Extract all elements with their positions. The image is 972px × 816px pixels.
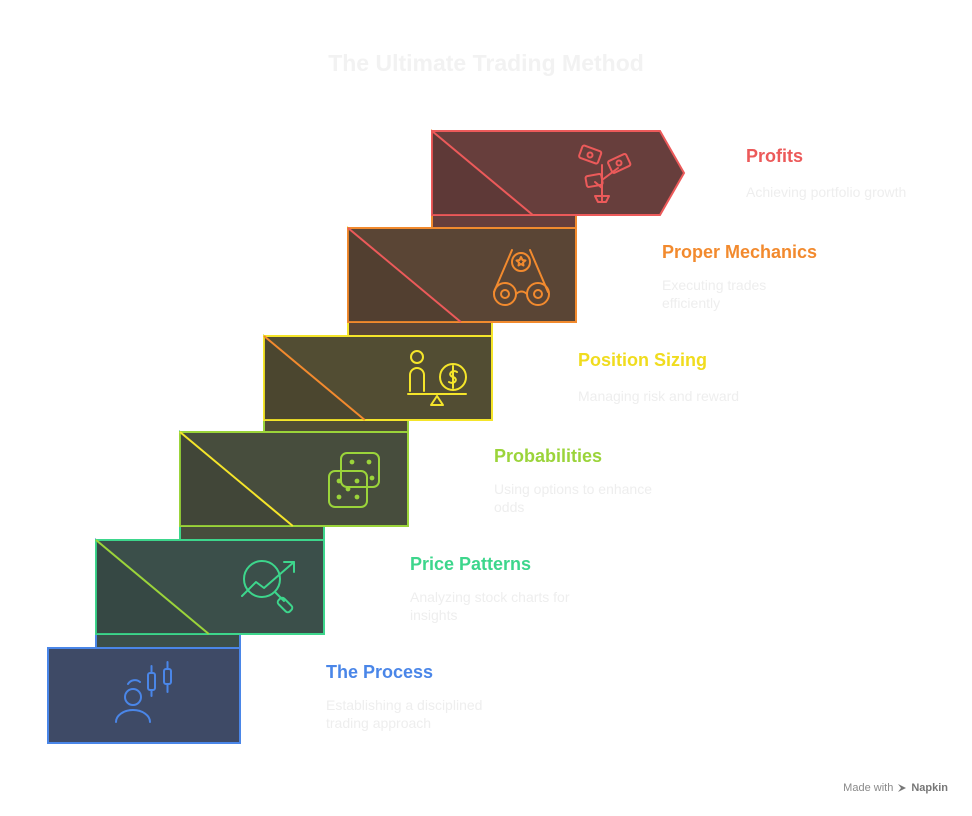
step-face-6 <box>431 130 686 216</box>
step-description-position-sizing: Managing risk and reward <box>578 388 740 404</box>
trader-candlestick-icon <box>115 661 172 723</box>
step-description-the-process: Establishing a disciplined trading appro… <box>326 697 483 731</box>
step-fold-line-3 <box>179 431 294 527</box>
step-fold-line-2 <box>95 539 210 635</box>
step-label-proper-mechanics: Proper Mechanics <box>662 242 818 262</box>
step-label-the-process: The Process <box>326 662 434 682</box>
step-description-proper-mechanics: Executing trades efficiently <box>662 277 767 311</box>
step-5 <box>347 226 577 337</box>
made-with-text: Made with <box>843 782 894 794</box>
step-2 <box>95 538 325 649</box>
step-description-profits: Achieving portfolio growth <box>746 184 907 200</box>
step-label-profits: Profits <box>746 146 804 166</box>
step-fold-line-4 <box>263 335 366 421</box>
napkin-logo-icon <box>898 784 907 792</box>
step-label-price-patterns: Price Patterns <box>410 554 532 574</box>
diagram-title: The Ultimate Trading Method <box>328 50 644 76</box>
step-face-1 <box>47 647 241 744</box>
dice-icon <box>328 452 380 508</box>
step-label-position-sizing: Position Sizing <box>578 350 707 370</box>
chart-magnifier-icon <box>241 560 295 614</box>
step-4 <box>263 334 493 433</box>
step-fold-line-5 <box>347 227 462 323</box>
step-1 <box>47 647 241 744</box>
person-coin-balance-icon <box>407 350 467 406</box>
step-3 <box>179 430 409 541</box>
step-description-probabilities: Using options to enhance odds <box>494 481 652 515</box>
step-6 <box>431 129 686 229</box>
gear-pulley-icon <box>493 249 550 306</box>
footer-attribution: Made with Napkin <box>843 782 948 794</box>
step-fold-line-6 <box>431 130 534 216</box>
step-description-price-patterns: Analyzing stock charts for insights <box>410 589 570 623</box>
step-label-probabilities: Probabilities <box>494 446 603 466</box>
money-tree-icon <box>578 144 632 203</box>
napkin-brand-text: Napkin <box>911 782 948 794</box>
